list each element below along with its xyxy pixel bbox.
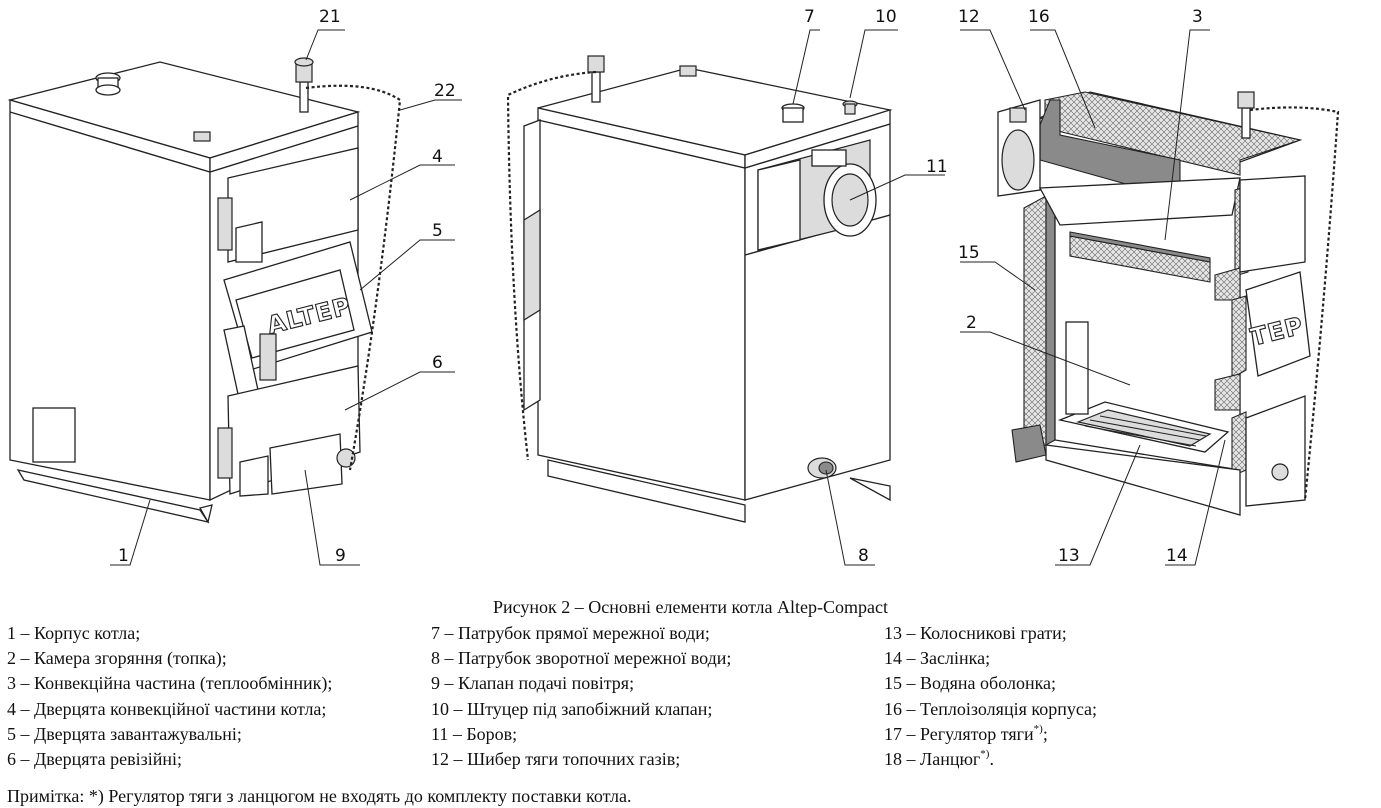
legend-item-4: 4 – Дверцята конвекційної частини котла; <box>7 698 327 719</box>
legend-item-17-text: 17 – Регулятор тяги <box>884 723 1034 744</box>
callout-10: 10 <box>875 7 897 27</box>
callout-3: 3 <box>1192 7 1203 27</box>
callout-1: 1 <box>118 546 129 566</box>
legend-item-5: 5 – Дверцята завантажувальні; <box>7 723 242 744</box>
boiler-figure: ALTEP <box>7 7 1340 566</box>
legend-item-18-end: . <box>989 748 994 769</box>
callout-2: 2 <box>966 313 977 333</box>
callout-6: 6 <box>432 353 443 373</box>
legend-item-17: 17 – Регулятор тяги*); <box>884 722 1097 747</box>
legend-item-3: 3 – Конвекційна частина (теплообмінник); <box>7 673 333 694</box>
footnote: Примітка: *) Регулятор тяги з ланцюгом н… <box>7 786 632 806</box>
legend-item-18-sup: *) <box>980 747 990 760</box>
legend-item-17-end: ; <box>1042 723 1048 744</box>
legend-item-16: 16 – Теплоізоляція корпуса; <box>884 698 1098 719</box>
callout-16: 16 <box>1028 7 1050 27</box>
legend-item-10: 10 – Штуцер під запобіжний клапан; <box>431 698 713 719</box>
callout-7: 7 <box>804 7 815 27</box>
legend-item-13: 13 – Колосникові грати; <box>884 623 1067 643</box>
callout-21: 21 <box>319 7 341 27</box>
legend-item-18-text: 18 – Ланцюг <box>884 748 981 769</box>
callout-22: 22 <box>434 81 456 101</box>
cutaway-view: TEP <box>960 29 1340 566</box>
callout-12: 12 <box>958 7 980 27</box>
callout-4: 4 <box>432 147 443 167</box>
legend-column-1: 1 – Корпус котла; 2 – Камера згоряння (т… <box>7 621 332 772</box>
legend-item-12: 12 – Шибер тяги топочних газів; <box>431 748 681 769</box>
callout-13: 13 <box>1058 546 1080 566</box>
callout-11: 11 <box>926 157 948 177</box>
callout-5: 5 <box>432 221 443 241</box>
legend-column-3: 13 – Колосникові грати; 14 – Заслінка; 1… <box>884 621 1097 772</box>
legend-item-18: 18 – Ланцюг*). <box>884 747 1097 772</box>
rear-view <box>506 29 945 566</box>
legend-item-1: 1 – Корпус котла; <box>7 623 141 643</box>
callout-8: 8 <box>858 546 869 566</box>
legend-item-8: 8 – Патрубок зворотної мережної води; <box>431 648 732 669</box>
front-view: ALTEP <box>7 29 462 566</box>
legend-column-2: 7 – Патрубок прямої мережної води; 8 – П… <box>431 621 731 772</box>
legend-item-11: 11 – Боров; <box>431 723 518 744</box>
callout-15: 15 <box>958 243 980 263</box>
figure-caption: Рисунок 2 – Основні елементи котла Altep… <box>493 597 888 617</box>
legend-item-15: 15 – Водяна оболонка; <box>884 673 1057 694</box>
legend-item-2: 2 – Камера згоряння (топка); <box>7 648 227 669</box>
legend-item-9: 9 – Клапан подачі повітря; <box>431 673 635 694</box>
legend-item-6: 6 – Дверцята ревізійні; <box>7 748 183 769</box>
legend-item-14: 14 – Заслінка; <box>884 648 991 669</box>
legend-item-17-sup: *) <box>1033 722 1043 735</box>
legend-item-7: 7 – Патрубок прямої мережної води; <box>431 623 710 643</box>
callout-14: 14 <box>1166 546 1188 566</box>
callout-9: 9 <box>335 546 346 566</box>
callout-labels: 21 22 4 5 6 1 9 7 10 11 8 12 16 3 15 2 1… <box>118 7 1203 566</box>
